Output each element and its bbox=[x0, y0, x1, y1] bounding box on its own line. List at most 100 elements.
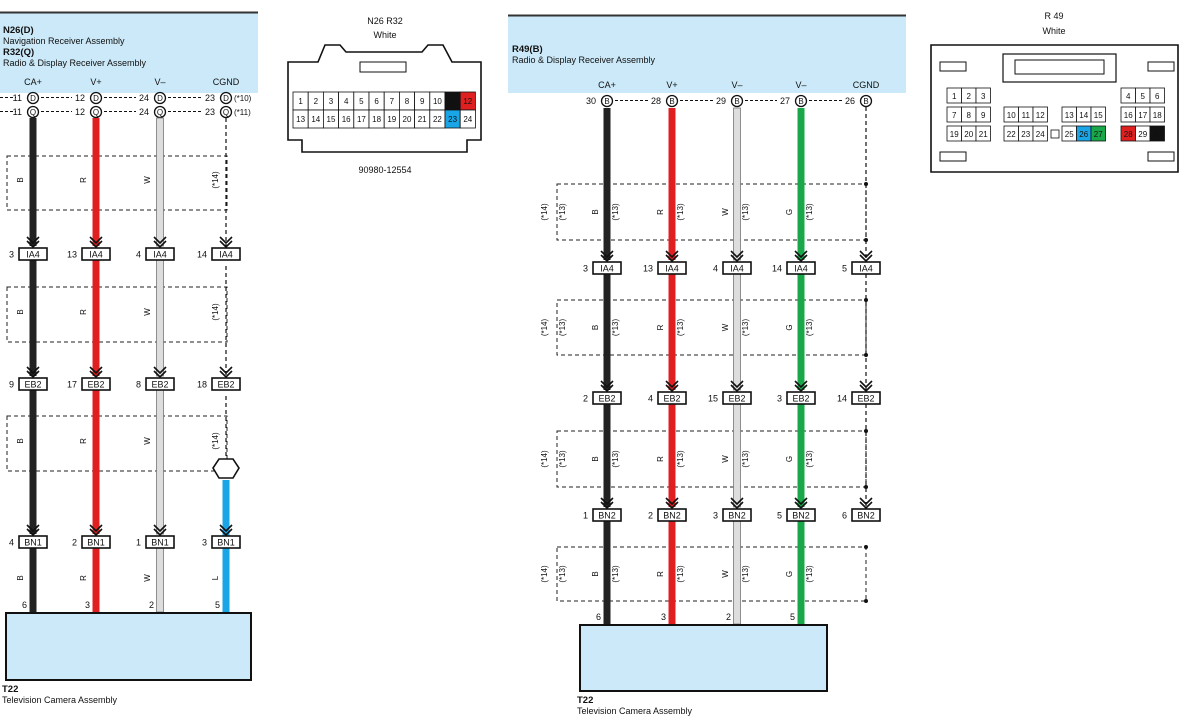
left-conn-d-3-circle bbox=[219, 91, 233, 105]
left-chevron-2-0 bbox=[153, 236, 167, 249]
left-junction-3-1-pin: 18 bbox=[197, 380, 207, 390]
right-junction-4-2-box bbox=[851, 508, 881, 522]
right-junction-4-0-pin: 5 bbox=[842, 264, 847, 274]
right-junction-4-1-label: EB2 bbox=[857, 394, 874, 404]
right-footer-name: Television Camera Assembly bbox=[577, 706, 693, 716]
right-wire-2-seg-2 bbox=[733, 403, 741, 508]
r49-r1-0-pin: 1 bbox=[952, 92, 957, 101]
left-conn-q-2-circle bbox=[153, 105, 167, 119]
right-shield-2 bbox=[556, 430, 867, 488]
right-terminal-2: V– bbox=[731, 80, 742, 90]
left-chevron-2-1 bbox=[153, 366, 167, 379]
n26-pin-r1-9: 10 bbox=[433, 97, 442, 106]
right-junction-0-0-pin: 3 bbox=[583, 264, 588, 274]
n26-cell-r2-11 bbox=[459, 109, 476, 129]
right-pin-bottom-1: 3 bbox=[661, 612, 666, 622]
n26-pin-r1-7: 8 bbox=[405, 97, 410, 106]
left-wire-0-mark-1: B bbox=[16, 309, 25, 314]
right-shield-note14-1: (*14) bbox=[540, 318, 549, 336]
left-junction-3-0-pin: 14 bbox=[197, 250, 207, 260]
right-wire-2-note-3: (*13) bbox=[741, 565, 750, 583]
n26-pin-r1-5: 6 bbox=[374, 97, 379, 106]
right-wire-3-mark-1: G bbox=[785, 324, 794, 330]
right-junction-1-2-pin: 2 bbox=[648, 511, 653, 521]
right-wire-3-mark-3: G bbox=[785, 571, 794, 577]
right-pin-top-3: 27 bbox=[780, 96, 790, 106]
left-wire-2-seg-4 bbox=[156, 547, 164, 613]
right-wire-3-note-0: (*13) bbox=[805, 203, 814, 221]
r49-r3-8-pin: 27 bbox=[1094, 130, 1103, 139]
left-pin-bottom-3: 5 bbox=[215, 600, 220, 610]
right-wire-2-note-2: (*13) bbox=[741, 450, 750, 468]
left-conn-d-1-circle bbox=[89, 91, 103, 105]
left-camera-box bbox=[5, 612, 252, 681]
left-pin-q-2: 24 bbox=[139, 107, 149, 117]
right-pin-bottom-2: 2 bbox=[726, 612, 731, 622]
n26-pin-r1-4: 5 bbox=[359, 97, 364, 106]
left-conn-d-2-circle bbox=[153, 91, 167, 105]
n26-pin-r2-0: 13 bbox=[296, 115, 305, 124]
right-chevron-3-1 bbox=[794, 380, 808, 393]
right-junction-1-1-label: EB2 bbox=[663, 394, 680, 404]
n26-pin-r1-1: 2 bbox=[314, 97, 319, 106]
left-wire-2-mark-3: W bbox=[143, 574, 152, 582]
right-conn-top-4-letter: B bbox=[863, 97, 868, 106]
left-chevron-0-0 bbox=[26, 236, 40, 249]
left-header-name2: Radio & Display Receiver Assembly bbox=[3, 58, 147, 68]
r49-r3-3-pin: 22 bbox=[1007, 130, 1016, 139]
right-junction-3-0-label: IA4 bbox=[794, 264, 808, 274]
right-junction-3-1-label: EB2 bbox=[792, 394, 809, 404]
right-wire-2-note-1: (*13) bbox=[741, 318, 750, 336]
r49-r3-1-pin: 20 bbox=[964, 130, 973, 139]
n26-pin-r2-7: 20 bbox=[403, 115, 412, 124]
left-chevron-1-2 bbox=[89, 524, 103, 537]
left-shield-0 bbox=[6, 155, 228, 211]
left-footer-name: Television Camera Assembly bbox=[2, 695, 118, 705]
right-conn-top-2-circle bbox=[730, 94, 744, 108]
left-junction-2-1-pin: 8 bbox=[136, 380, 141, 390]
r49-r2-10-pin: 17 bbox=[1138, 111, 1147, 120]
left-shield-2 bbox=[6, 415, 228, 472]
left-junction-0-2-pin: 4 bbox=[9, 538, 14, 548]
r49-r1-4-pin: 4 bbox=[1126, 92, 1131, 101]
left-wire-3-mark-0: (*14) bbox=[211, 171, 220, 189]
r49-clip-1 bbox=[1147, 61, 1175, 72]
left-pin-q-1: 12 bbox=[75, 107, 85, 117]
right-junction-2-2-label: BN2 bbox=[728, 511, 746, 521]
right-wire-1-mark-1: R bbox=[656, 324, 665, 330]
left-footer-ref: T22 bbox=[2, 684, 18, 695]
left-splice-octagon bbox=[212, 458, 240, 479]
left-terminal-0: CA+ bbox=[24, 77, 42, 87]
r49-r3-5-pin: 24 bbox=[1036, 130, 1045, 139]
left-pin-q-0: 11 bbox=[13, 107, 22, 117]
right-shield-0 bbox=[556, 183, 867, 241]
right-ground-dot-b-0 bbox=[864, 238, 868, 242]
right-shield-note13-2: (*13) bbox=[558, 450, 567, 468]
left-junction-2-2-box bbox=[145, 535, 175, 549]
left-chevron-3-0 bbox=[219, 236, 233, 249]
left-conn-d-3-letter: D bbox=[223, 94, 229, 103]
left-wire-2-mark-0: W bbox=[143, 176, 152, 184]
r49-r2-7-pin: 14 bbox=[1079, 111, 1088, 120]
left-terminal-2: V– bbox=[154, 77, 165, 87]
left-conn-q-2-letter: Q bbox=[157, 108, 163, 117]
left-receiver-header bbox=[0, 13, 258, 93]
n26-pin-r2-3: 16 bbox=[342, 115, 351, 124]
n26-pin-r1-11: 12 bbox=[463, 97, 472, 106]
r49-r1-2-cell bbox=[975, 87, 991, 104]
right-wire-3-mark-2: G bbox=[785, 456, 794, 462]
left-conn-d-1-letter: D bbox=[93, 94, 99, 103]
left-junction-1-2-box bbox=[81, 535, 111, 549]
right-junction-3-0-box bbox=[786, 261, 816, 275]
n26-pin-r1-8: 9 bbox=[420, 97, 425, 106]
left-junction-2-2-label: BN1 bbox=[151, 538, 169, 548]
right-wire-2-mark-2: W bbox=[721, 455, 730, 463]
left-junction-0-0-label: IA4 bbox=[26, 250, 40, 260]
r49-color: White bbox=[1042, 26, 1065, 36]
r49-r2-3-pin: 10 bbox=[1007, 111, 1016, 120]
right-wire-1-note-0: (*13) bbox=[676, 203, 685, 221]
left-conn-q-1-circle bbox=[89, 105, 103, 119]
left-pin-d-3: 23 bbox=[205, 93, 215, 103]
right-terminal-3: V– bbox=[795, 80, 806, 90]
left-note-q: (*11) bbox=[234, 108, 251, 117]
